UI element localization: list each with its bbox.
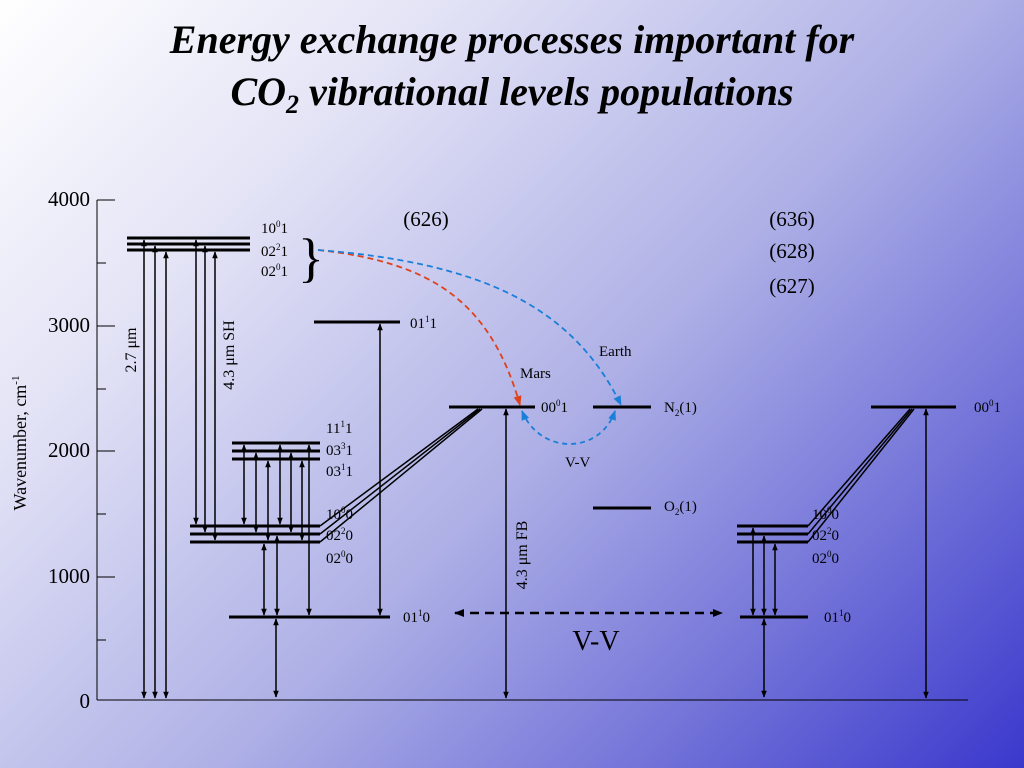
label-0311: 0311 <box>326 462 353 480</box>
label-1000-iso: 1000 <box>812 505 839 523</box>
label-0221: 0221 <box>261 242 288 260</box>
y-tick-label: 0 <box>80 689 91 713</box>
earth-transfer-arrow <box>317 249 622 406</box>
label-0110: 0110 <box>403 608 430 626</box>
label-o2: O2(1) <box>664 499 697 517</box>
levels-other-isotopes <box>737 405 956 619</box>
label-0001-iso: 0001 <box>974 398 1001 416</box>
y-axis-label: Wavenumber, cm-1 <box>10 376 30 511</box>
band-label-27um: 2.7 μm <box>123 327 140 373</box>
band-label-43fb: 4.3 μm FB <box>514 521 531 590</box>
vv-large-label: V-V <box>572 626 619 657</box>
line-0001-dyad-2 <box>319 408 481 535</box>
label-0220-iso: 0220 <box>812 526 839 544</box>
title-line-1: Energy exchange processes important for <box>169 17 855 62</box>
label-0331: 0331 <box>326 441 353 459</box>
y-tick-labels: 4000 3000 2000 1000 0 <box>48 187 90 713</box>
vv-n2-arrow <box>521 410 616 445</box>
level-labels: 1001 0221 0201 0111 1111 0331 0311 1000 … <box>261 219 1001 626</box>
label-1111: 1111 <box>326 419 352 437</box>
y-tick-label: 4000 <box>48 187 90 211</box>
earth-label: Earth <box>599 344 632 360</box>
line-0001-dyad-1 <box>319 408 479 527</box>
label-n2: N2(1) <box>664 400 697 418</box>
label-0201: 0201 <box>261 262 288 280</box>
slide-title: Energy exchange processes important for … <box>0 14 1024 118</box>
mars-label: Mars <box>520 366 551 382</box>
y-tick-label: 1000 <box>48 564 90 588</box>
line-iso-0001-dyad-2 <box>807 408 913 535</box>
transitions-other-isotopes <box>750 408 929 699</box>
label-0200-iso: 0200 <box>812 549 839 567</box>
transitions-626 <box>141 239 509 699</box>
levels-626 <box>127 236 651 619</box>
label-1001: 1001 <box>261 219 288 237</box>
label-0200: 0200 <box>326 549 353 567</box>
isotope-628-label: (628) <box>769 239 815 263</box>
label-0110-iso: 0110 <box>824 608 851 626</box>
y-axis <box>96 199 968 701</box>
isotope-636-label: (636) <box>769 207 815 231</box>
line-iso-0001-dyad-1 <box>807 408 911 527</box>
label-0220: 0220 <box>326 526 353 544</box>
mars-transfer-arrow <box>317 249 522 406</box>
isotope-626-label: (626) <box>403 207 449 231</box>
y-tick-label: 2000 <box>48 438 90 462</box>
line-0001-dyad-3 <box>319 408 483 543</box>
label-0001: 0001 <box>541 398 568 416</box>
title-line-2: CO2 vibrational levels populations <box>230 69 794 119</box>
vv-small-label: V-V <box>565 455 590 471</box>
line-iso-0001-dyad-3 <box>807 408 915 543</box>
isotope-627-label: (627) <box>769 274 815 298</box>
brace-icon: } <box>298 228 324 288</box>
y-tick-label: 3000 <box>48 313 90 337</box>
label-1000: 1000 <box>326 505 353 523</box>
label-0111: 0111 <box>410 314 437 332</box>
band-label-43sh: 4.3 μm SH <box>221 320 238 390</box>
